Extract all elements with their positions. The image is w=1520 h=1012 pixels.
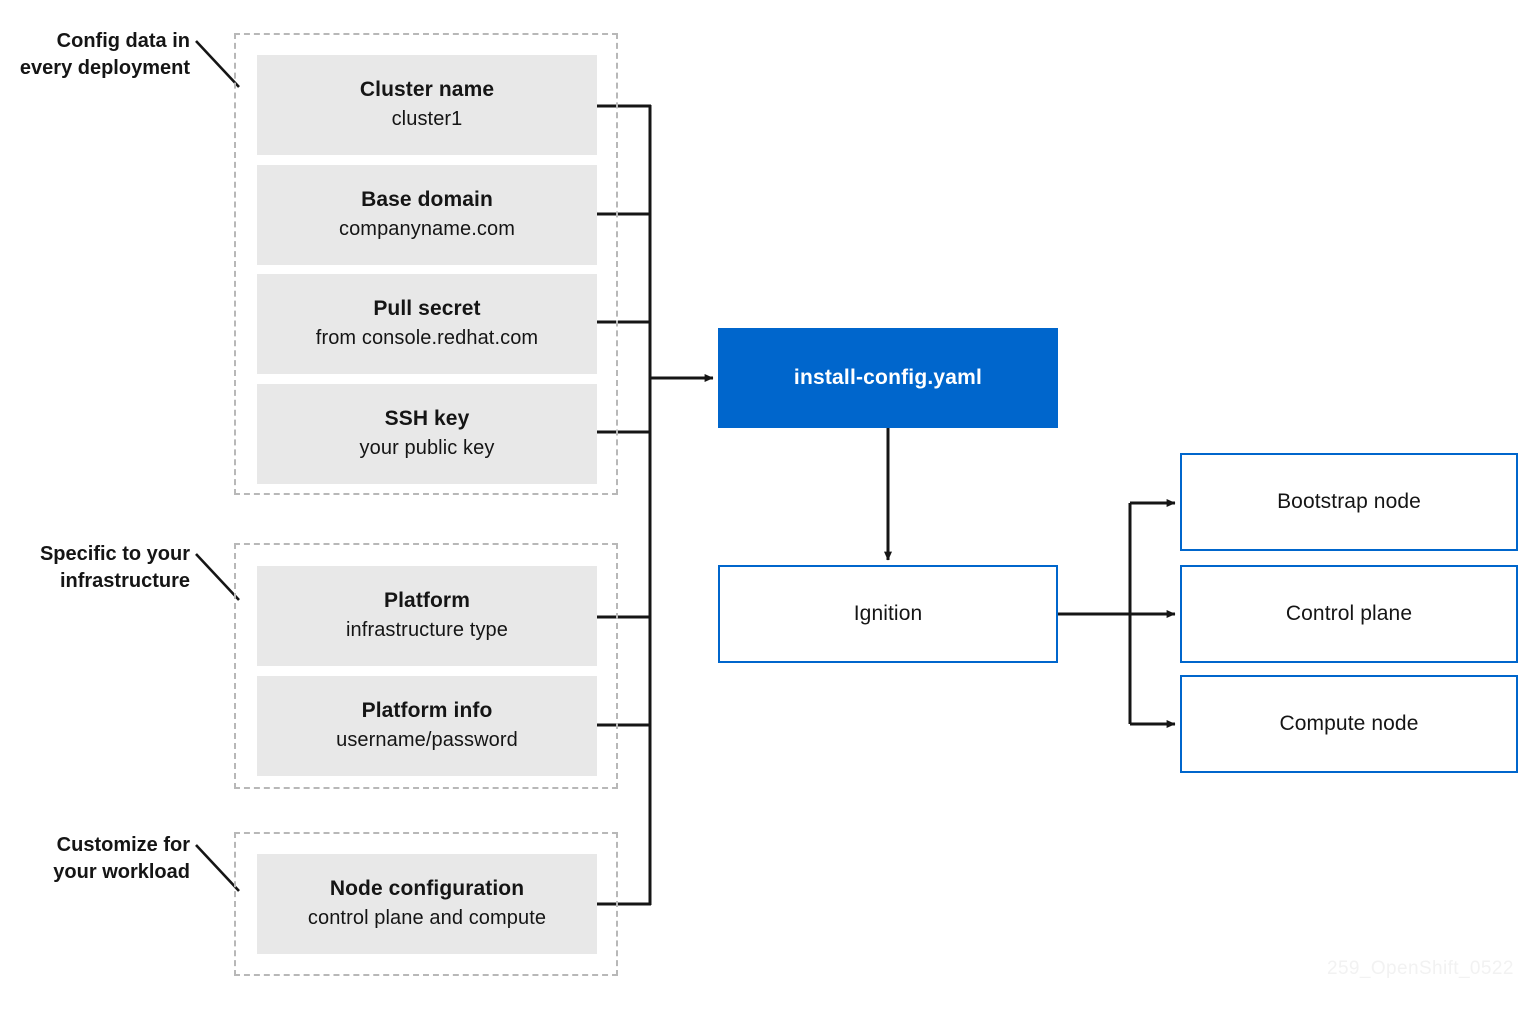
watermark-label: 259_OpenShift_0522 bbox=[1327, 958, 1514, 979]
config-item-ssh-key[interactable]: SSH key your public key bbox=[257, 384, 597, 484]
config-item-subtitle: from console.redhat.com bbox=[315, 327, 539, 350]
control-plane-box[interactable]: Control plane bbox=[1180, 565, 1518, 663]
config-item-subtitle: your public key bbox=[359, 437, 495, 460]
group-label-infrastructure: Specific to your infrastructure bbox=[39, 543, 190, 592]
config-item-title: Pull secret bbox=[373, 297, 481, 321]
compute-node-label: Compute node bbox=[1279, 712, 1419, 735]
install-config-yaml-box[interactable]: install-config.yaml bbox=[718, 328, 1058, 428]
group-container-infrastructure bbox=[234, 543, 618, 789]
leader-line-every-deployment bbox=[195, 40, 240, 88]
ignition-label: Ignition bbox=[853, 602, 923, 625]
leader-line-workload bbox=[195, 844, 240, 892]
config-item-subtitle: cluster1 bbox=[391, 108, 463, 131]
config-item-cluster-name[interactable]: Cluster name cluster1 bbox=[257, 55, 597, 155]
leader-line-infrastructure bbox=[195, 553, 240, 601]
config-item-platform[interactable]: Platform infrastructure type bbox=[257, 566, 597, 666]
config-item-subtitle: username/password bbox=[336, 729, 518, 752]
bootstrap-node-label: Bootstrap node bbox=[1277, 490, 1421, 513]
config-item-base-domain[interactable]: Base domain companyname.com bbox=[257, 165, 597, 265]
install-config-yaml-label: install-config.yaml bbox=[793, 366, 983, 389]
config-item-subtitle: companyname.com bbox=[338, 218, 516, 241]
group-container-workload bbox=[234, 832, 618, 976]
config-item-title: Node configuration bbox=[329, 877, 525, 901]
config-item-title: Platform bbox=[384, 589, 470, 613]
config-item-subtitle: infrastructure type bbox=[346, 619, 508, 642]
group-label-every-deployment: Config data in every deployment bbox=[19, 30, 190, 79]
bootstrap-node-box[interactable]: Bootstrap node bbox=[1180, 453, 1518, 551]
config-item-title: Cluster name bbox=[359, 78, 495, 102]
ignition-box[interactable]: Ignition bbox=[718, 565, 1058, 663]
compute-node-box[interactable]: Compute node bbox=[1180, 675, 1518, 773]
config-item-title: Base domain bbox=[361, 188, 493, 212]
control-plane-label: Control plane bbox=[1285, 602, 1413, 625]
group-container-every-deployment bbox=[234, 33, 618, 495]
config-item-subtitle: control plane and compute bbox=[307, 907, 547, 930]
config-item-pull-secret[interactable]: Pull secret from console.redhat.com bbox=[257, 274, 597, 374]
config-item-title: Platform info bbox=[361, 699, 493, 723]
config-item-title: SSH key bbox=[384, 407, 470, 431]
group-label-workload: Customize for your workload bbox=[53, 834, 190, 883]
config-item-node-configuration[interactable]: Node configuration control plane and com… bbox=[257, 854, 597, 954]
config-item-platform-info[interactable]: Platform info username/password bbox=[257, 676, 597, 776]
